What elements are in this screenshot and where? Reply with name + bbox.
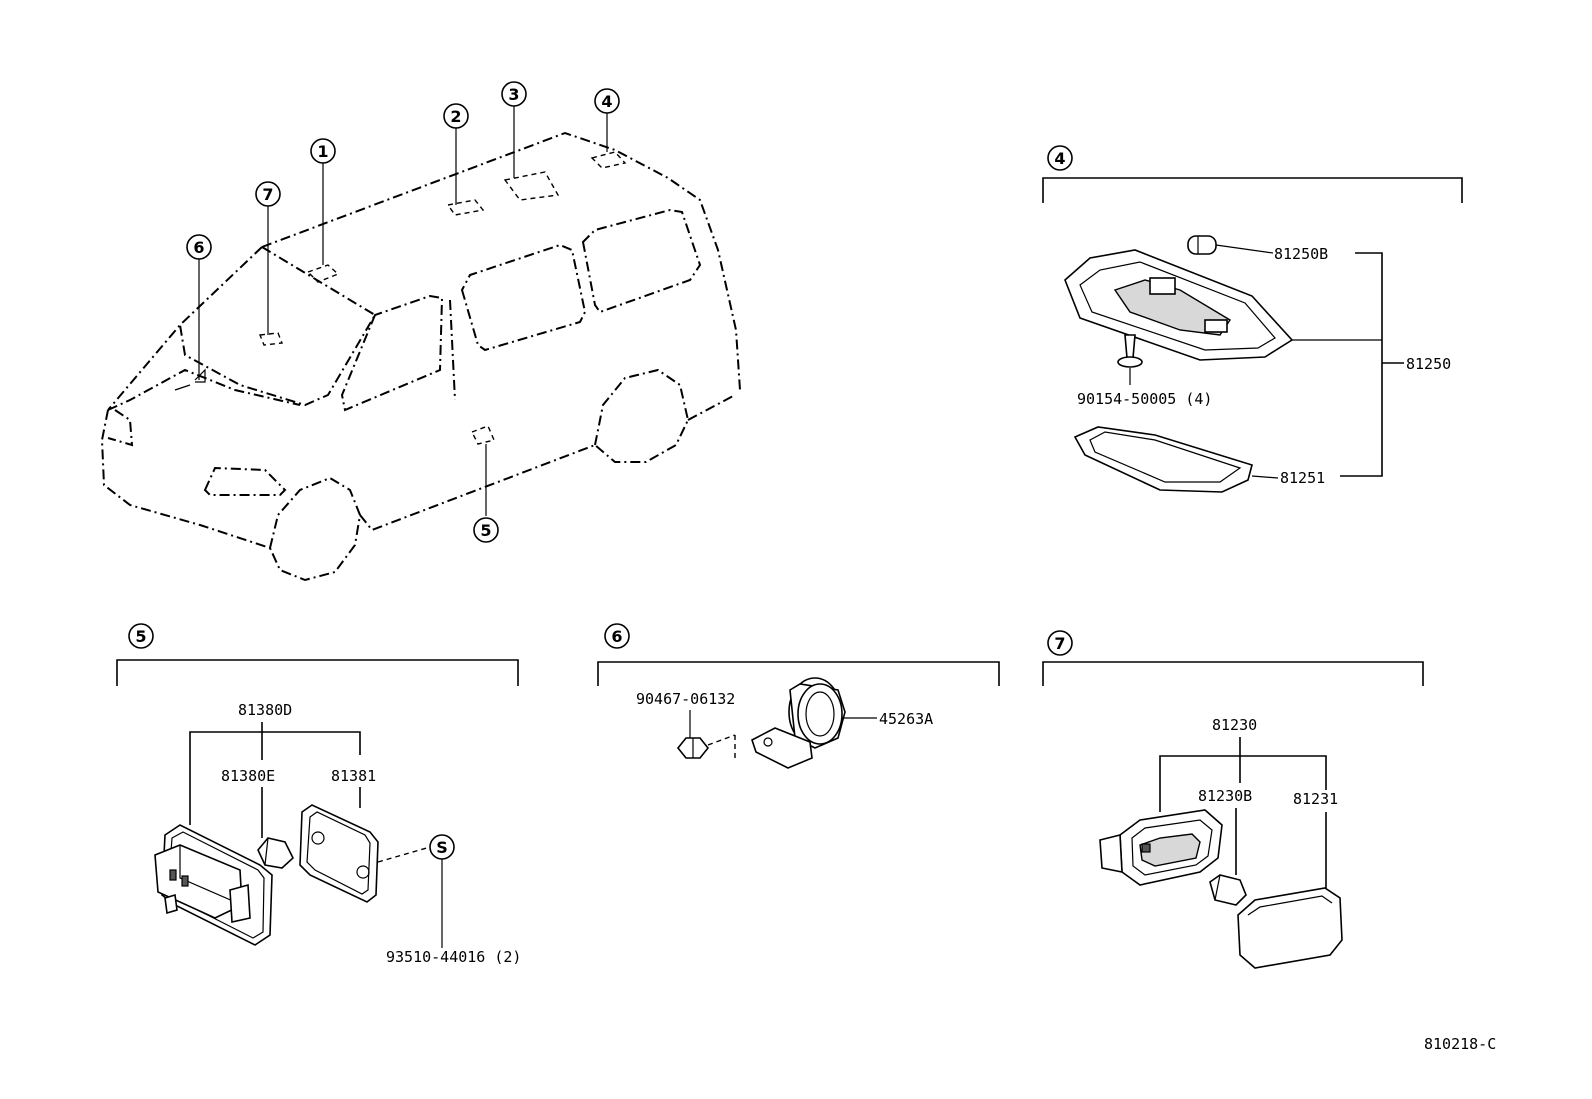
section-6: 6 90467-06132 45263A [597, 623, 1000, 769]
lamp-housing-81250 [1064, 249, 1382, 361]
svg-text:1: 1 [317, 142, 328, 161]
svg-text:81251: 81251 [1280, 469, 1325, 487]
svg-text:81381: 81381 [331, 767, 376, 785]
svg-text:3: 3 [508, 85, 519, 104]
callout-2: 2 [443, 103, 469, 129]
callout-5: 5 [473, 517, 499, 543]
section-4: 4 81250B [1042, 145, 1463, 493]
housing-81380d [154, 824, 273, 946]
svg-text:93510-44016 (2): 93510-44016 (2) [386, 948, 521, 966]
van-outline [100, 131, 741, 582]
bulb-81230b [1209, 874, 1247, 906]
svg-text:5: 5 [480, 521, 491, 540]
socket-45263a [751, 677, 846, 769]
svg-text:90467-06132: 90467-06132 [636, 690, 735, 708]
svg-text:4: 4 [601, 92, 612, 111]
svg-text:S: S [436, 838, 448, 857]
svg-text:81380D: 81380D [238, 701, 292, 719]
svg-text:81250B: 81250B [1274, 245, 1328, 263]
svg-text:6: 6 [611, 627, 622, 646]
bulb-90467 [676, 737, 710, 759]
callout-3: 3 [501, 81, 527, 107]
screw-90154 [1117, 334, 1143, 385]
svg-text:4: 4 [1054, 149, 1065, 168]
callout-7: 7 [255, 181, 281, 207]
figure-id: 810218-C [1424, 1035, 1496, 1053]
van-callout-leaders [198, 106, 608, 516]
svg-text:81250: 81250 [1406, 355, 1451, 373]
svg-text:81231: 81231 [1293, 790, 1338, 808]
svg-text:5: 5 [135, 627, 146, 646]
svg-text:45263A: 45263A [879, 710, 933, 728]
callout-4: 4 [594, 88, 620, 114]
section-5: 5 81380D 81380E 81381 [116, 623, 521, 966]
bulb-81250b [1187, 235, 1274, 255]
svg-text:7: 7 [262, 185, 273, 204]
svg-text:90154-50005 (4): 90154-50005 (4) [1077, 390, 1212, 408]
section-7: 7 81230 81230B 81231 [1042, 630, 1424, 969]
callout-1: 1 [310, 138, 336, 164]
svg-text:7: 7 [1054, 634, 1065, 653]
lens-81381 [299, 804, 379, 903]
callout-6: 6 [186, 234, 212, 260]
bulb-81380e [257, 837, 294, 869]
svg-text:6: 6 [193, 238, 204, 257]
svg-text:81230B: 81230B [1198, 787, 1252, 805]
svg-text:2: 2 [450, 107, 461, 126]
lens-81251 [1073, 426, 1279, 493]
svg-text:81380E: 81380E [221, 767, 275, 785]
housing-81230 [1099, 809, 1223, 886]
svg-text:81230: 81230 [1212, 716, 1257, 734]
lens-81231 [1237, 887, 1343, 969]
